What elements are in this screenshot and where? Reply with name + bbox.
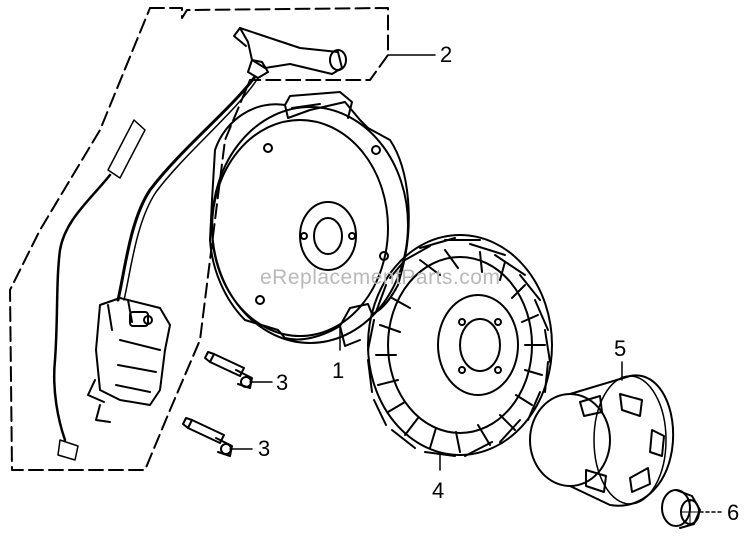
callout-2: 2 [440, 42, 452, 67]
watermark: eReplacementParts.com [260, 266, 500, 289]
leader-lines [229, 54, 725, 513]
flywheel-housing [209, 91, 410, 347]
callout-5: 5 [614, 336, 626, 361]
assembly-boundary [9, 7, 389, 471]
flange-nut [661, 489, 701, 529]
callout-4: 4 [432, 478, 444, 503]
callout-6: 6 [727, 500, 739, 525]
bolt-lower [182, 417, 233, 457]
callout-3-upper: 3 [276, 370, 288, 395]
callout-1: 1 [332, 358, 344, 383]
callout-3-lower: 3 [258, 436, 270, 461]
starter-cup [529, 374, 675, 507]
bolt-upper [204, 351, 253, 389]
flywheel-fan [367, 234, 553, 457]
ignition-coil-assembly [52, 27, 347, 461]
